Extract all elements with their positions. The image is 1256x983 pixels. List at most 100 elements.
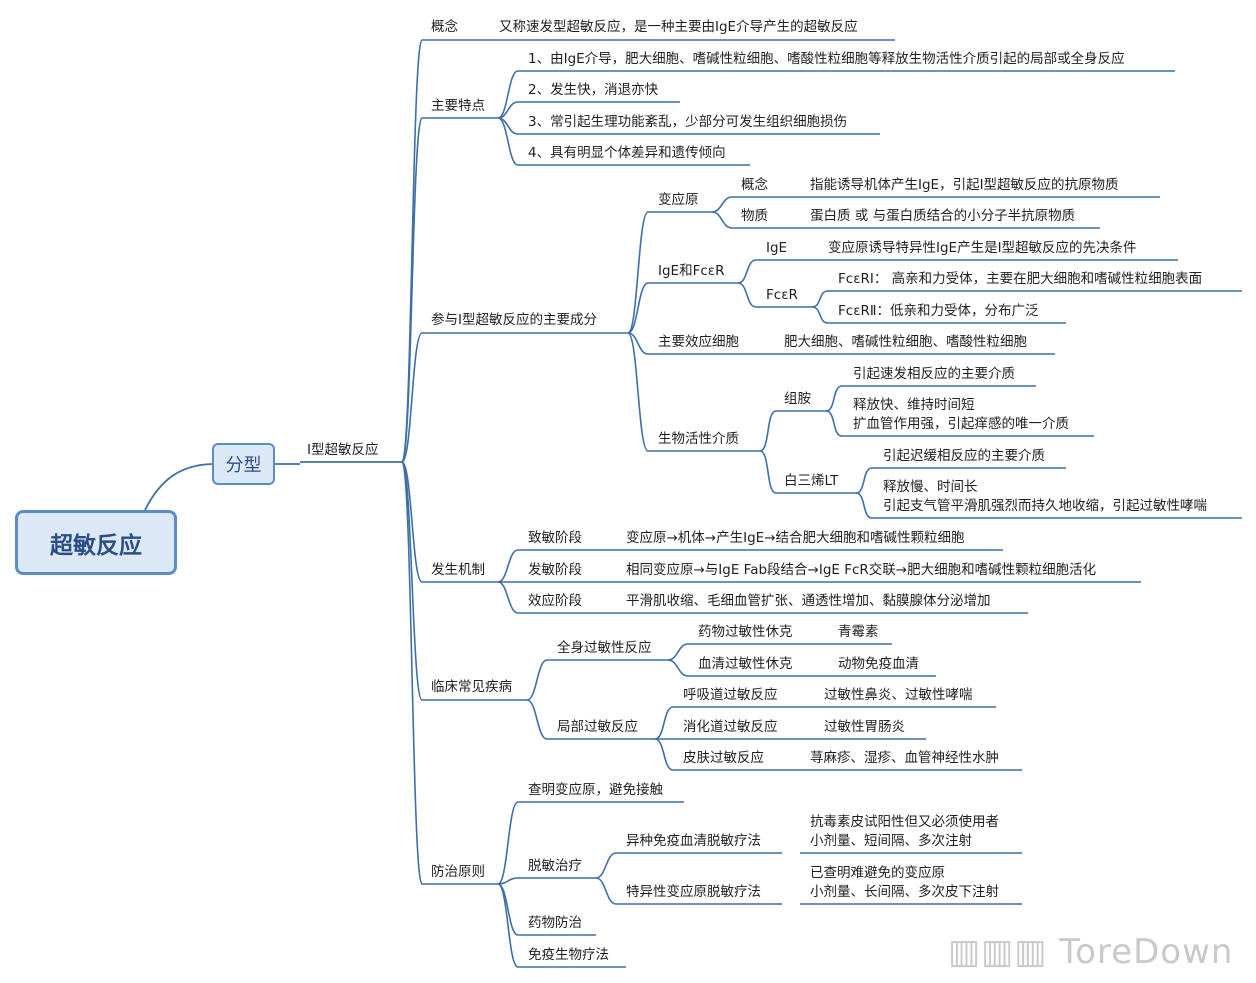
connector-line [497,801,519,885]
lt-line1: 释放慢、时间长 [883,479,978,495]
connector-line [497,549,519,583]
allergen-substance-label: 物质 [741,208,768,224]
allergen-substance-text: 蛋白质 或 与蛋白质结合的小分子半抗原物质 [810,208,1076,224]
connector-line [711,196,733,213]
connector-line [144,463,213,511]
stage-text: 变应原→机体→产生IgE→结合肥大细胞和嗜碱性颗粒细胞 [626,530,965,546]
ige-text: 变应原诱导特异性IgE产生是Ⅰ型超敏反应的先决条件 [828,240,1137,256]
node-local[interactable]: 局部过敏反应 [557,719,638,735]
connector-line [759,450,777,494]
histamine-main: 引起速发相反应的主要介质 [853,366,1015,382]
desens-specific-line2: 小剂量、长间隔、多次皮下注射 [810,884,999,900]
root-node[interactable]: 超敏反应 [15,510,177,575]
histamine-line1: 释放快、维持时间短 [853,397,975,413]
disease-example: 动物免疫血清 [838,656,919,672]
lt-line2: 引起支气管平滑肌强烈而持久地收缩，引起过敏性哮喘 [883,498,1207,514]
connector-line [737,282,757,308]
ige-label: IgE [766,240,788,256]
node-ige-fcer[interactable]: IgE和FcεR [658,263,725,279]
fcer2-text: FcεRⅡ：低亲和力受体，分布广泛 [838,303,1039,319]
node-concept-text: 又称速发型超敏反应，是一种主要由IgE介导产生的超敏反应 [499,19,858,35]
feature-item: 3、常引起生理功能紊乱，少部分可发生组织细胞损伤 [528,114,848,130]
stage-label: 致敏阶段 [528,530,582,546]
connector-line [595,877,617,905]
stage-label: 效应阶段 [528,593,582,609]
effector-text: 肥大细胞、嗜碱性粒细胞、嗜酸性粒细胞 [784,334,1027,350]
connector-line [401,332,423,463]
connector-line [401,461,423,583]
disease-label: 皮肤过敏反应 [683,750,764,766]
allergen-concept-label: 概念 [741,177,768,193]
connector-line [654,706,674,740]
stage-text: 平滑肌收缩、毛细血管扩张、通透性增加、黏膜腺体分泌增加 [626,593,991,609]
connector-line [825,385,843,412]
feature-item: 2、发生快，消退亦快 [528,82,659,98]
disease-example: 过敏性胃肠炎 [824,719,905,735]
node-concept-label[interactable]: 概念 [431,19,458,35]
feature-item: 1、由IgE介导，肥大细胞、嗜碱性粒细胞、嗜酸性粒细胞等释放生物活性介质引起的局… [528,51,1125,67]
connector-line [627,282,649,334]
disease-example: 荨麻疹、湿疹、血管神经性水肿 [810,750,999,766]
prevention-bio: 免疫生物疗法 [528,947,609,963]
node-systemic[interactable]: 全身过敏性反应 [557,640,652,656]
connector-line [497,70,519,119]
connector-line [737,259,757,284]
watermark-logo: ▥▥▥ ToreDown [948,932,1234,972]
connector-line [401,117,423,463]
disease-label: 血清过敏性休克 [698,656,793,672]
allergen-concept-text: 指能诱导机体产生IgE，引起Ⅰ型超敏反应的抗原物质 [810,177,1119,193]
node-type1[interactable]: Ⅰ型超敏反应 [307,442,379,458]
stage-text: 相同变应原→与IgE Fab段结合→IgE FcR交联→肥大细胞和嗜碱性颗粒细胞… [626,562,1097,578]
connector-line [855,467,873,494]
connector-line [855,492,873,519]
connector-line [811,306,829,324]
connector-line [825,410,843,437]
disease-example: 青霉素 [838,624,879,640]
prevention-avoid: 查明变应原，避免接触 [528,782,663,798]
disease-example: 过敏性鼻炎、过敏性哮喘 [824,687,973,703]
connector-line [401,461,423,701]
connector-line [497,883,519,968]
connector-line [526,659,548,701]
connector-line [595,852,617,879]
desens-heter-label: 异种免疫血清脱敏疗法 [626,833,761,849]
desens-heter-line2: 小剂量、短间隔、多次注射 [810,833,972,849]
fcer-label: FcεR [766,287,798,303]
lt-main: 引起迟缓相反应的主要介质 [883,448,1045,464]
connector-line [667,659,689,677]
desens-specific-label: 特异性变应原脱敏疗法 [626,884,761,900]
connector-line [711,211,733,229]
connector-line [497,117,519,166]
connector-line [759,410,777,452]
histamine-line2: 扩血管作用强，引起痒感的唯一介质 [853,416,1069,432]
desens-specific-line1: 已查明难避免的变应原 [810,865,945,881]
node-prevention-label[interactable]: 防治原则 [431,864,485,880]
connector-line [627,332,649,452]
connector-line [526,699,548,740]
node-allergen[interactable]: 变应原 [658,192,699,208]
prevention-drug: 药物防治 [528,915,582,931]
node-desensitization[interactable]: 脱敏治疗 [528,858,582,874]
connector-line [497,877,519,885]
connector-line [627,211,649,334]
histamine-label: 组胺 [784,391,811,407]
node-effector[interactable]: 主要效应细胞 [658,334,739,350]
branch-node-classification[interactable]: 分型 [212,443,275,485]
connector-line [401,461,423,885]
node-components-label[interactable]: 参与Ⅰ型超敏反应的主要成分 [431,312,597,328]
fcer1-text: FcεRⅠ： 高亲和力受体，主要在肥大细胞和嗜碱性粒细胞表面 [838,271,1203,287]
disease-label: 消化道过敏反应 [683,719,778,735]
connector-line [811,290,829,308]
feature-item: 4、具有明显个体差异和遗传倾向 [528,145,726,161]
node-mediators[interactable]: 生物活性介质 [658,431,739,447]
node-clinical-label[interactable]: 临床常见疾病 [431,679,512,695]
disease-label: 呼吸道过敏反应 [683,687,778,703]
connector-line [627,332,649,355]
node-features-label[interactable]: 主要特点 [431,98,485,114]
node-mechanism-label[interactable]: 发生机制 [431,562,485,578]
bilibili-logo-icon: ▥▥▥ [948,932,1060,972]
connector-line [497,581,519,614]
disease-label: 药物过敏性休克 [698,624,793,640]
lt-label: 白三烯LT [784,473,839,489]
